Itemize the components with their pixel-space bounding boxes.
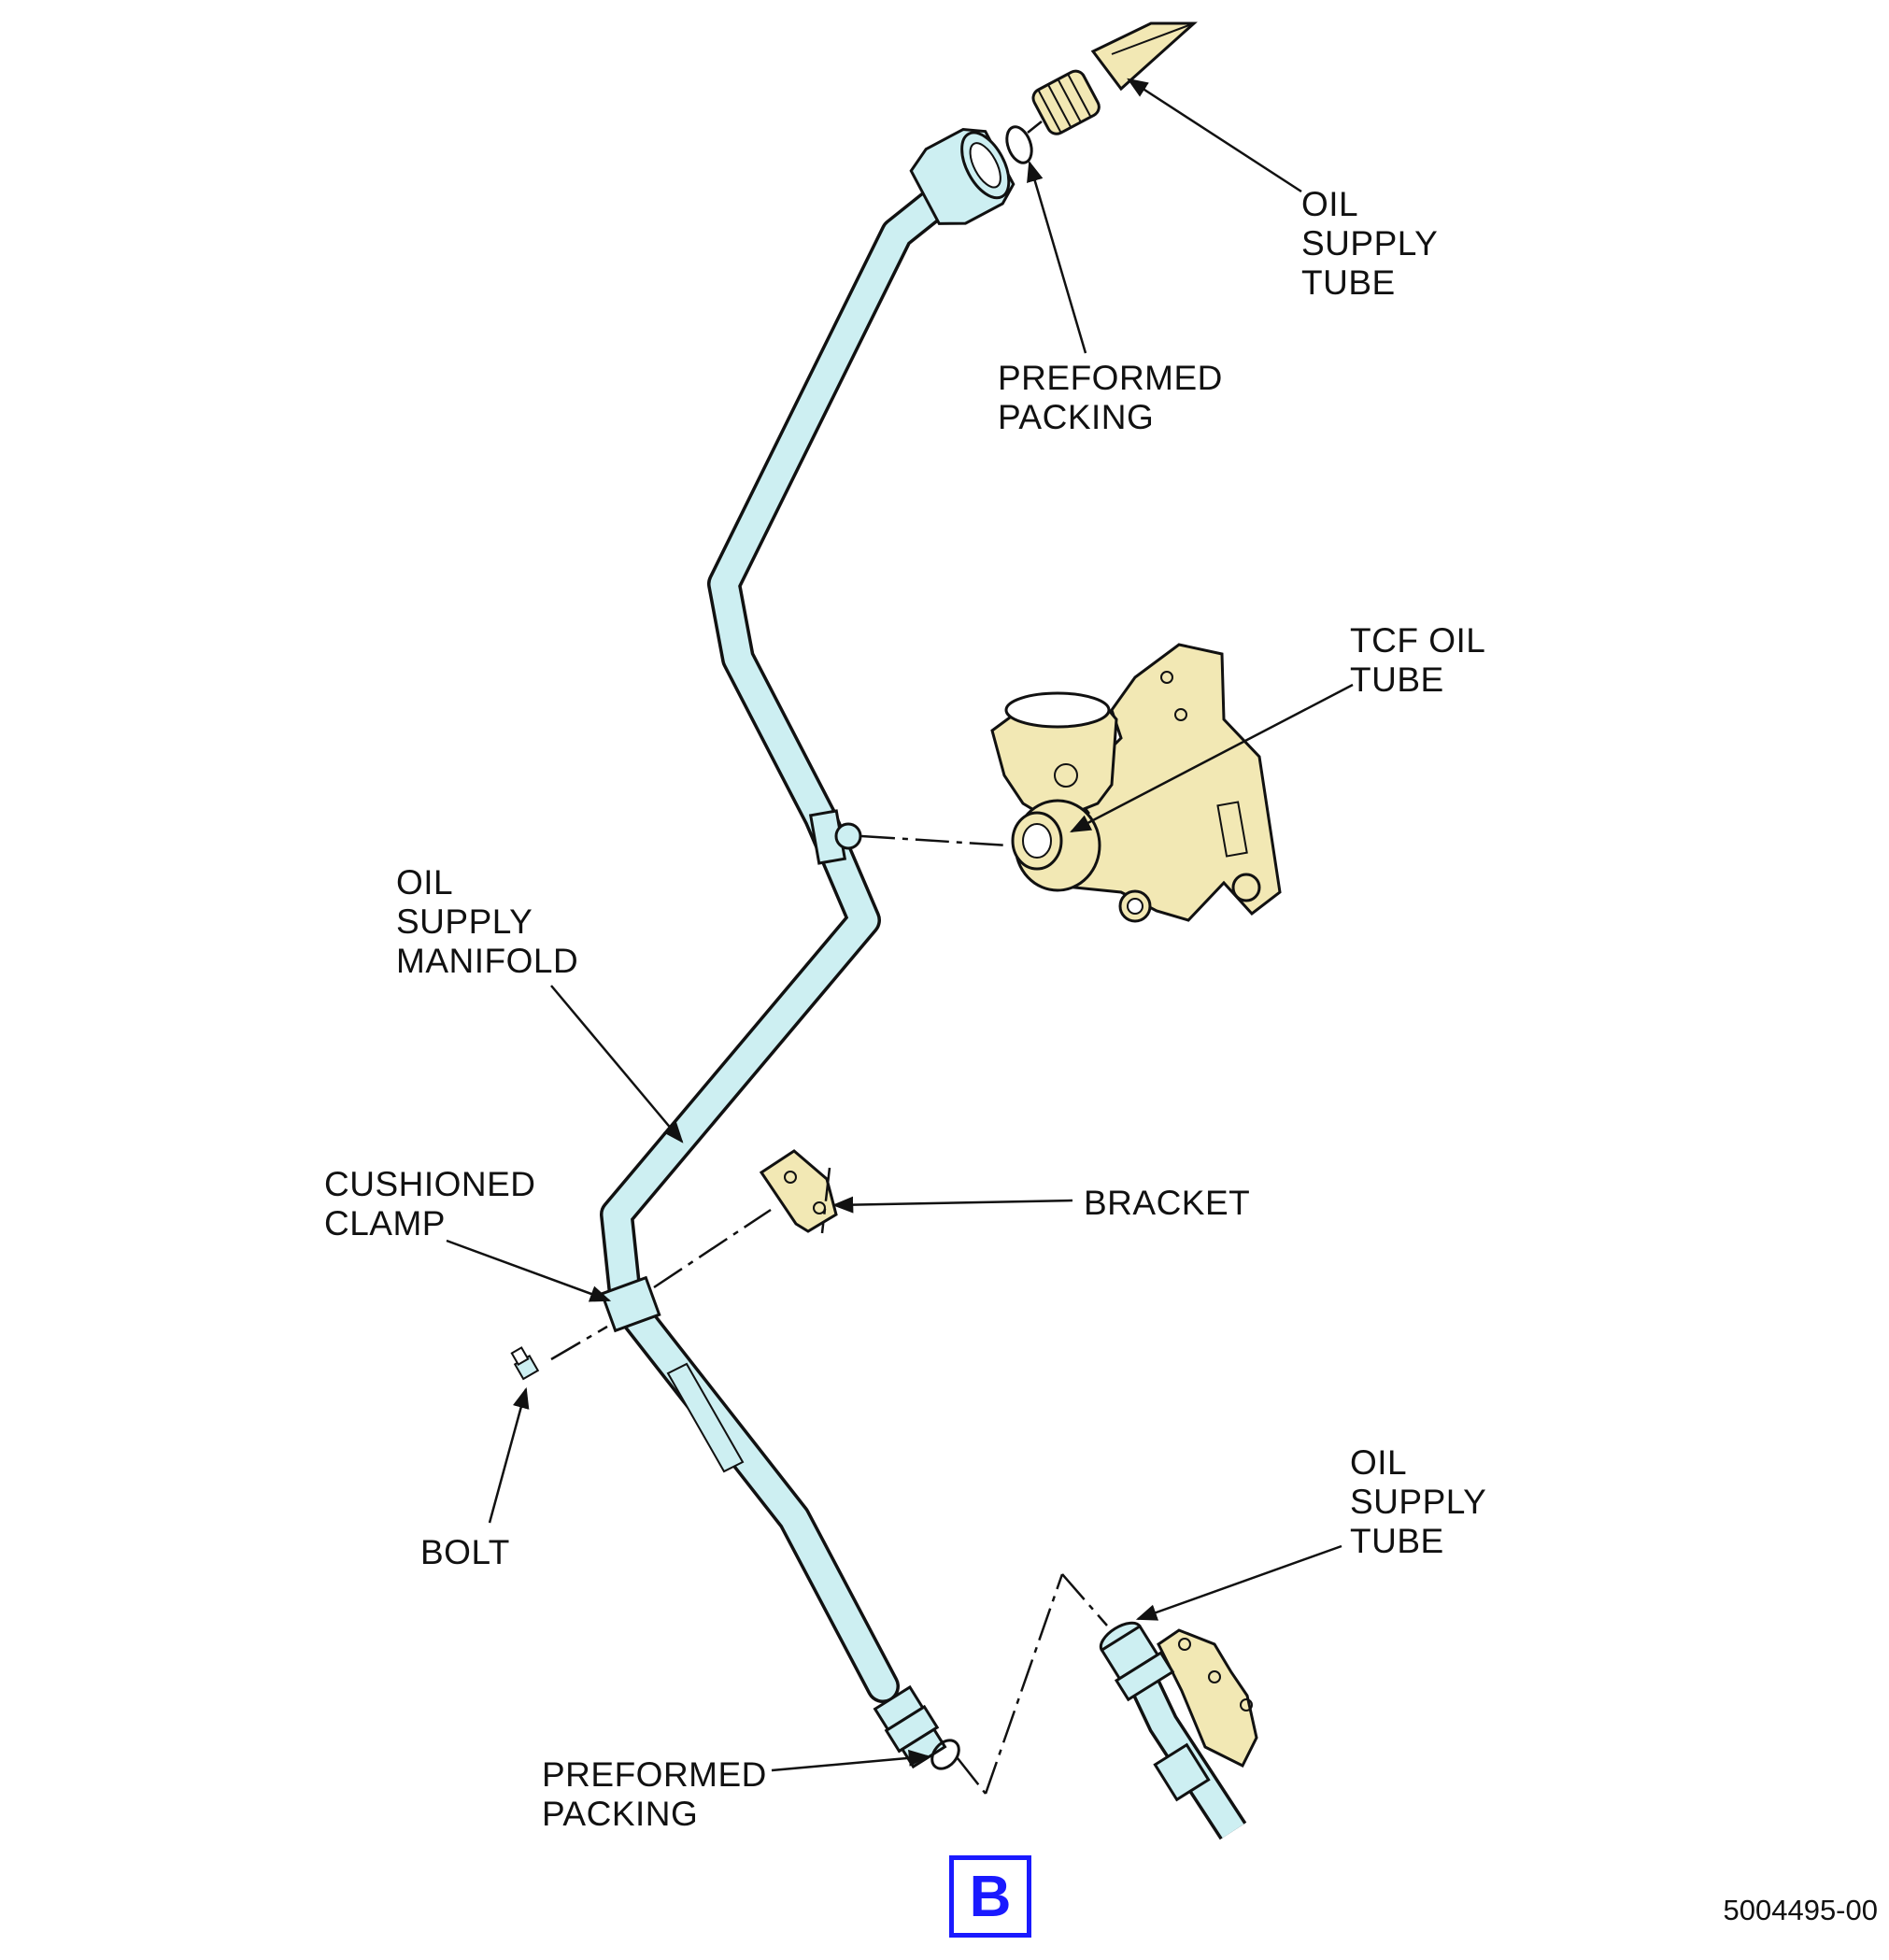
centerlines: [550, 121, 1108, 1795]
oil-supply-tube-bottom-shape: [1099, 1621, 1258, 1840]
cushioned-clamp-label: CUSHIONED CLAMP: [324, 1165, 536, 1243]
oil-supply-tube-top: [1031, 21, 1198, 135]
oil-supply-tube-bottom-label: OIL SUPPLY TUBE: [1350, 1443, 1487, 1560]
bracket-label: BRACKET: [1084, 1184, 1251, 1222]
preformed-packing-top-label: PREFORMED PACKING: [998, 359, 1223, 436]
tcf-oil-tube-label: TCF OIL TUBE: [1350, 621, 1486, 699]
view-label-box: B: [949, 1855, 1031, 1938]
preformed-packing-bottom-label: PREFORMED PACKING: [542, 1755, 767, 1833]
bolt-label: BOLT: [420, 1533, 510, 1571]
preformed-packing-top-shape: [1005, 125, 1033, 164]
tcf-oil-tube-shape: [990, 643, 1282, 923]
leader-lines: [446, 78, 1354, 1772]
bolt-shape: [510, 1346, 540, 1381]
preformed-packing-bottom-shape: [930, 1739, 960, 1770]
oil-supply-tube-top-label: OIL SUPPLY TUBE: [1301, 185, 1439, 302]
bracket-shape: [759, 1149, 838, 1233]
cushioned-clamp-shape: [600, 1275, 661, 1333]
oil-supply-manifold: [600, 127, 1016, 1769]
figure-number: 5004495-00: [1723, 1894, 1879, 1926]
oil-supply-manifold-label: OIL SUPPLY MANIFOLD: [396, 863, 579, 980]
